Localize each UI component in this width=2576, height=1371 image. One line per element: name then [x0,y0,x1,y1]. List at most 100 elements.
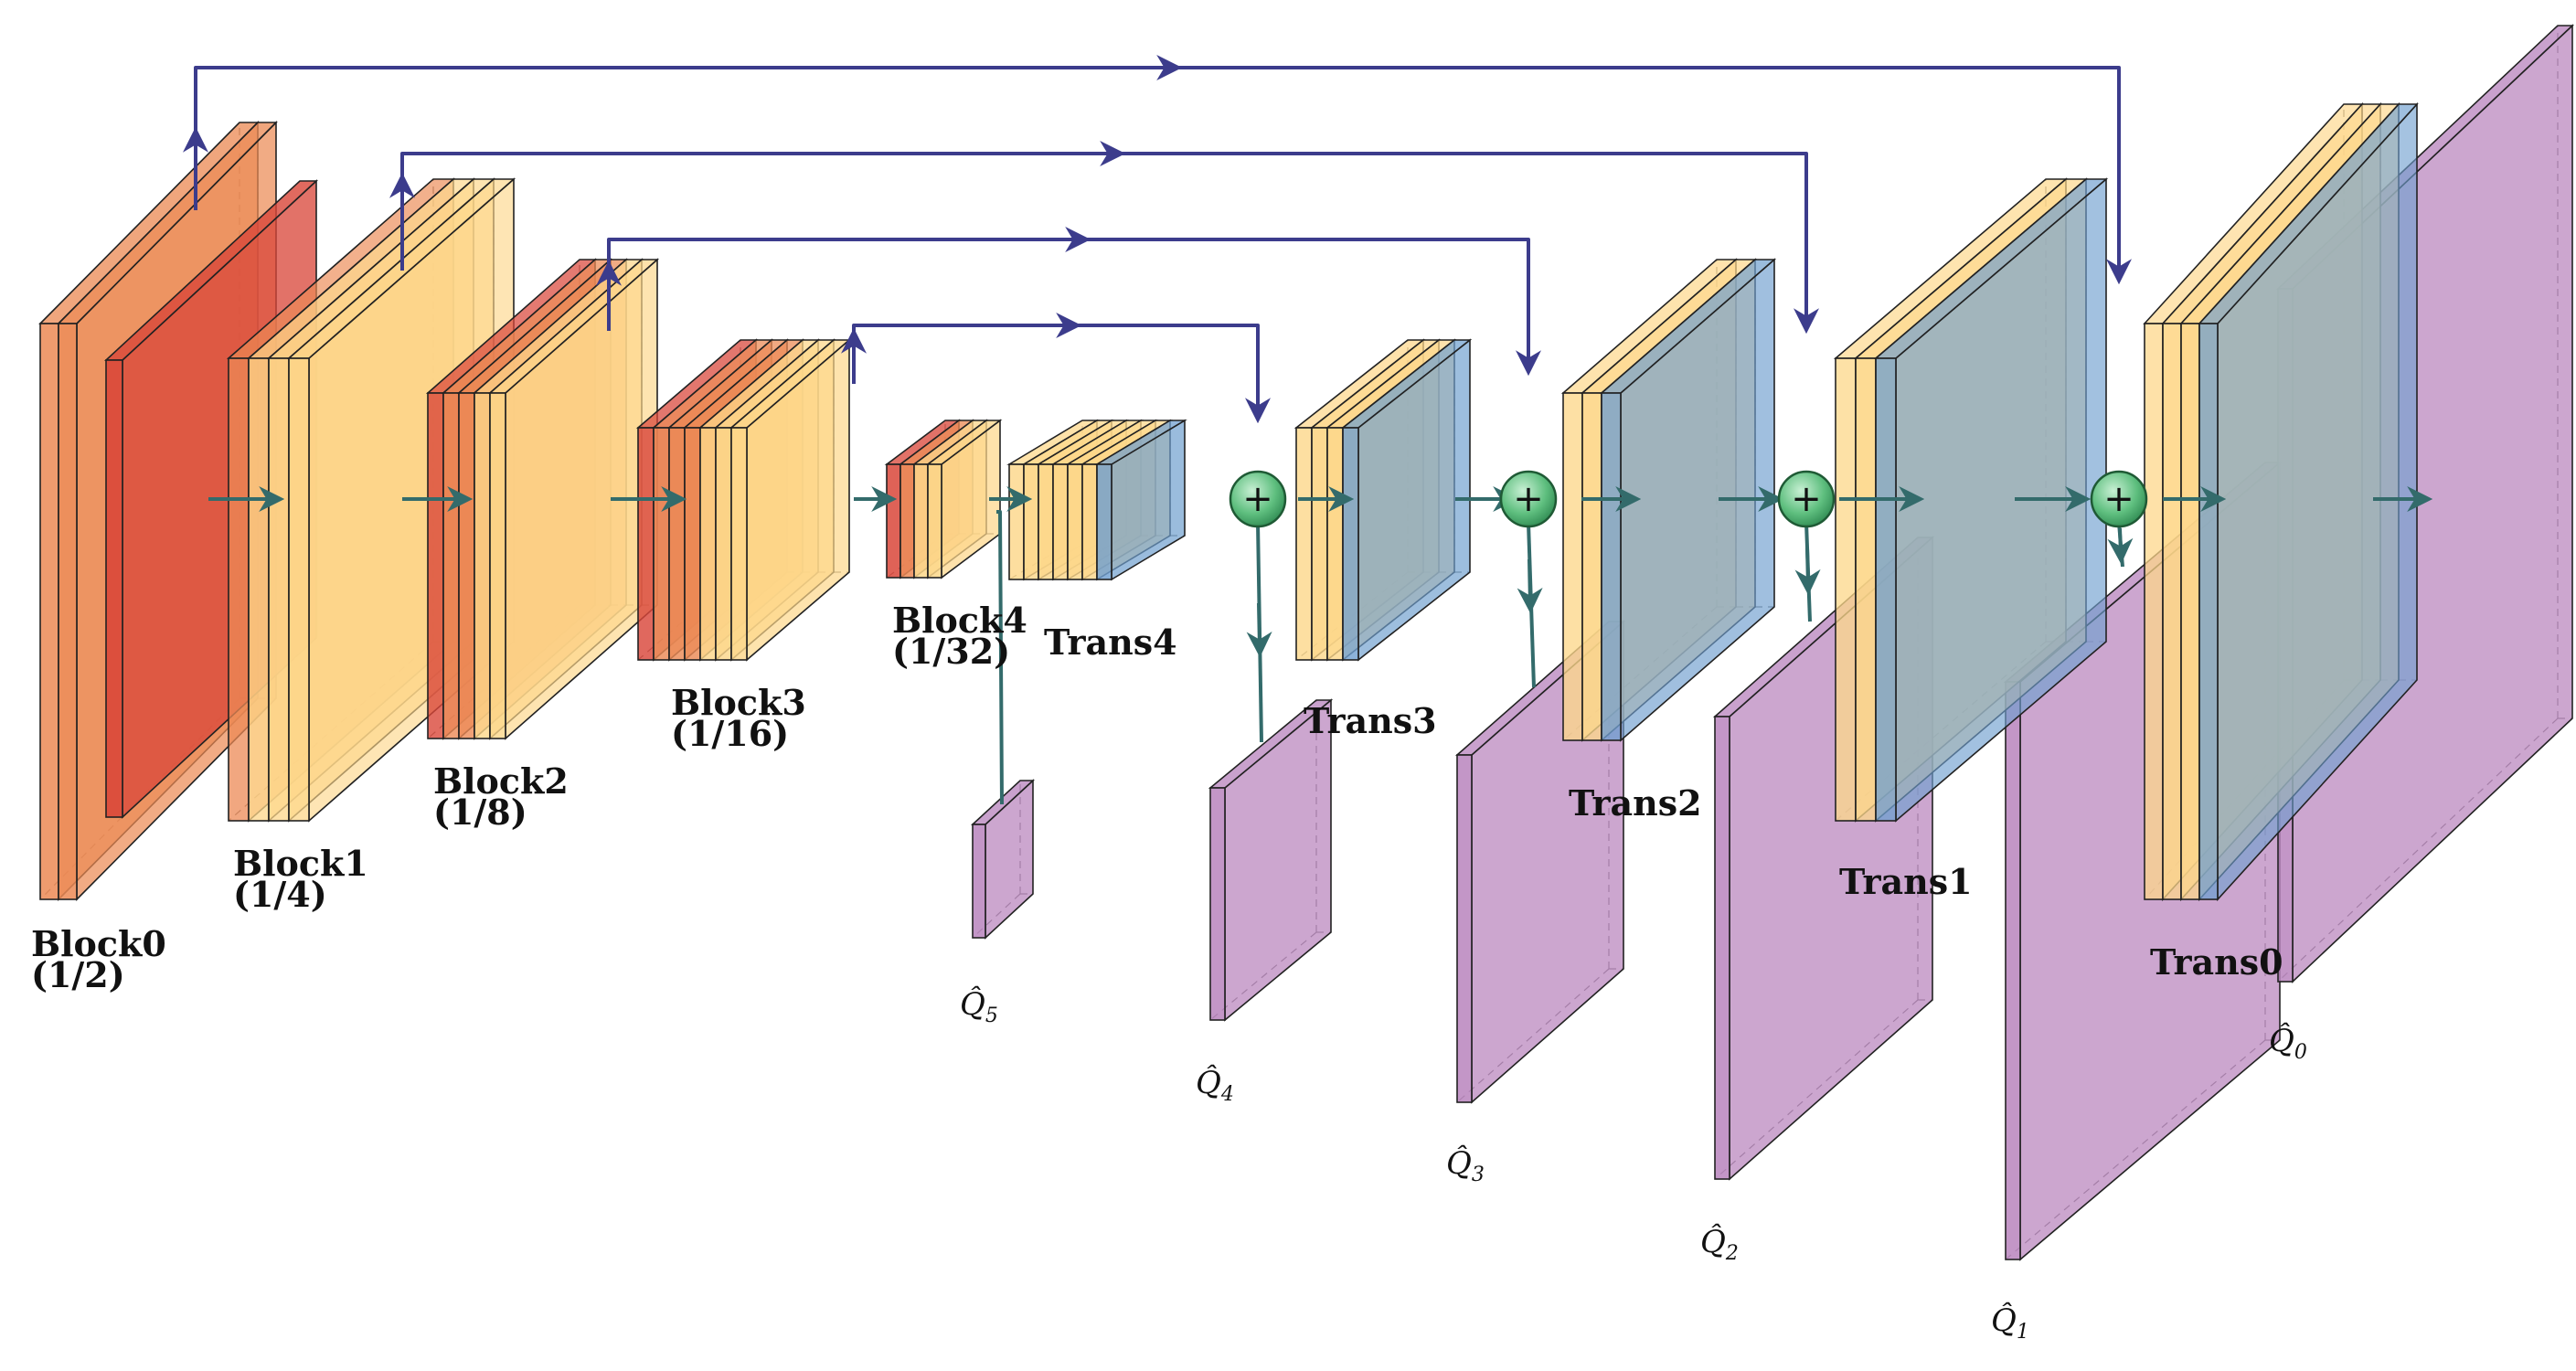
block3-slab-4-front [699,427,717,661]
forward-flow-group [208,486,2433,805]
block0-slab-1-front [58,323,78,900]
q3-map-front [1456,754,1473,1103]
block2-slab-0-front [427,392,444,739]
q4-map-front [1209,787,1226,1021]
q5-tap-line [996,510,1004,805]
block4-slab-2-front [913,463,929,579]
sum-nodes-group: + + + + [1229,470,2148,528]
block4-slab-3 [925,419,1003,579]
block4-slab-3-front [927,463,942,579]
q3-label: Q̂3 [1446,1144,1485,1186]
q4-map-side [1224,698,1332,1022]
trans0-label: Trans0 [2150,941,2283,983]
q4-map [1208,698,1334,1022]
block3-slab-6 [729,338,852,662]
q3-tap-arrow [1517,558,1543,614]
sum-node-0-symbol: + [1242,478,1273,520]
trans4-slab-3-front [1052,463,1069,580]
block1-scale: (1/4) [233,874,327,915]
block0-label: Block0 [31,923,166,964]
block3-slab-1-front [653,427,670,661]
trans2-slab-0-front [1562,392,1583,741]
q0-label: Q̂0 [2269,1022,2307,1064]
skip-connections-group [183,55,2132,424]
trans1-slab-1-front [1855,357,1877,822]
block1-slab-0-front [228,357,250,822]
block1-slab-1-front [248,357,270,822]
q2-tap-arrow [1794,547,1821,596]
trans2-label: Trans2 [1569,782,1702,824]
block0-inner-slab-front [105,359,123,818]
block4-slab-1-front [899,463,915,579]
trans4-slab-2-front [1038,463,1054,580]
trans2-slab-2 [1599,258,1777,742]
trans3-slab-0-front [1295,427,1313,661]
trans3-slab-3-front [1342,427,1359,661]
trans1-slab-2 [1873,177,2109,823]
sum-node-2: + [1777,470,1836,528]
feature-blocks-group [38,101,2419,902]
block3-label: Block3 [671,682,806,723]
block3-scale: (1/16) [671,713,789,754]
q5-map-side [985,779,1034,940]
trans4-slab-0-front [1008,463,1025,580]
trans3-label: Trans3 [1304,700,1437,741]
trans1-label: Trans1 [1839,861,1973,902]
block3-slab-6-front [730,427,748,661]
sum-node-3-symbol: + [2103,478,2134,520]
trans2-slab-2-front [1601,392,1622,741]
trans0-slab-1-front [2162,323,2182,900]
trans0-slab-3-front [2198,323,2219,900]
sum-node-2-circle [1777,470,1836,528]
trans4-slab-6-front [1096,463,1112,580]
sum-node-0-circle [1229,470,1287,528]
q2-map-front [1714,716,1730,1180]
block1-label: Block1 [233,843,368,884]
q4-label: Q̂4 [1196,1064,1234,1106]
block0-scale: (1/2) [31,954,125,995]
trans4-slab-6 [1094,419,1187,581]
trans3-slab-2-front [1326,427,1344,661]
block2-scale: (1/8) [433,792,527,833]
block2-slab-4 [487,258,660,740]
q1-label: Q̂1 [1991,1302,2029,1344]
q2-label: Q̂2 [1700,1223,1739,1265]
trans4-slab-1-front [1023,463,1039,580]
sum-node-0: + [1229,470,1287,528]
trans1-slab-2-front [1875,357,1897,822]
block2-slab-4-front [489,392,506,739]
q5-label: Q̂5 [960,985,998,1027]
sum-node-3-circle [2090,470,2148,528]
block2-slab-3-front [474,392,491,739]
sum-node-3: + [2090,470,2148,528]
block0-slab-0-front [39,323,59,900]
block3-slab-2-front [668,427,686,661]
trans4-label: Trans4 [1044,622,1177,663]
skip3-line [852,324,1260,413]
trans4-slab-4-front [1067,463,1083,580]
sum-node-1-symbol: + [1513,478,1544,520]
sum-node-1-circle [1499,470,1558,528]
trans0-slab-3 [2198,101,2419,902]
block2-slab-1-front [442,392,460,739]
block1-slab-2-front [268,357,290,822]
trans3-slab-3 [1340,338,1473,662]
trans0-slab-0-front [2144,323,2164,900]
q1-map-front [2005,681,2021,1260]
trans3-slab-1-front [1311,427,1328,661]
block4-slab-0-front [886,463,901,579]
block2-label: Block2 [433,760,569,802]
q3-tap-line [1527,522,1536,688]
block3-slab-0-front [637,427,655,661]
trans4-slab-5-front [1081,463,1098,580]
trans0-slab-2-front [2180,323,2200,900]
block2-slab-2-front [458,392,475,739]
block4-scale: (1/32) [892,631,1010,672]
trans1-slab-0-front [1835,357,1857,822]
q1-tap-arrow [2107,527,2134,565]
q5-map-front [972,824,986,939]
labels-group: Block0 (1/2) Block1 (1/4) Block2 (1/8) B… [31,600,2307,1344]
sum-node-1: + [1499,470,1558,528]
